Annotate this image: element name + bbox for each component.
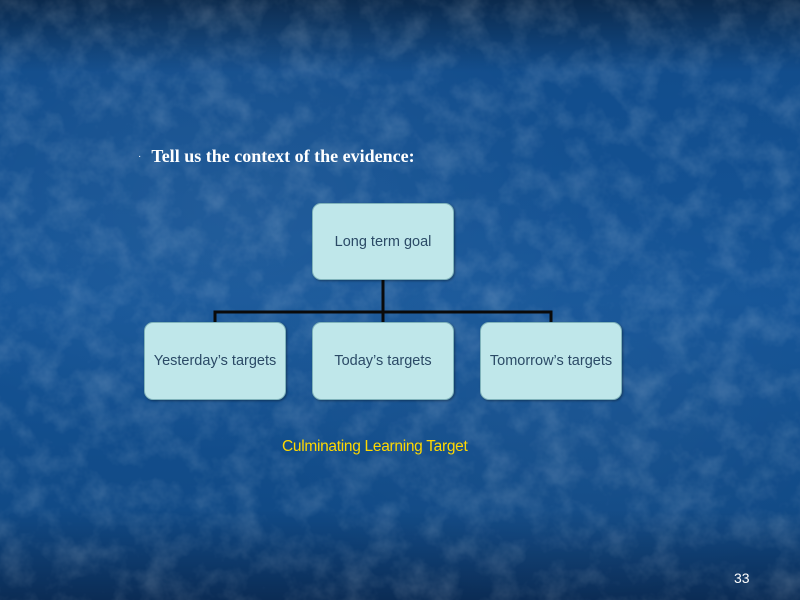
node-label: Yesterday’s targets — [153, 353, 277, 369]
node-todays-targets: Today’s targets — [312, 322, 454, 400]
node-tomorrows-targets: Tomorrow’s targets — [480, 322, 622, 400]
bullet-text: Tell us the context of the evidence: — [151, 146, 415, 166]
node-label: Tomorrow’s targets — [489, 353, 613, 369]
node-yesterdays-targets: Yesterday’s targets — [144, 322, 286, 400]
culminating-target-caption: Culminating Learning Target — [282, 438, 468, 455]
node-label: Today’s targets — [334, 353, 432, 369]
bullet-point: · Tell us the context of the evidence: — [138, 146, 415, 167]
node-label: Long term goal — [334, 233, 432, 250]
page-number: 33 — [734, 570, 750, 586]
bullet-dot-icon: · — [138, 151, 142, 162]
node-long-term-goal: Long term goal — [312, 203, 454, 280]
